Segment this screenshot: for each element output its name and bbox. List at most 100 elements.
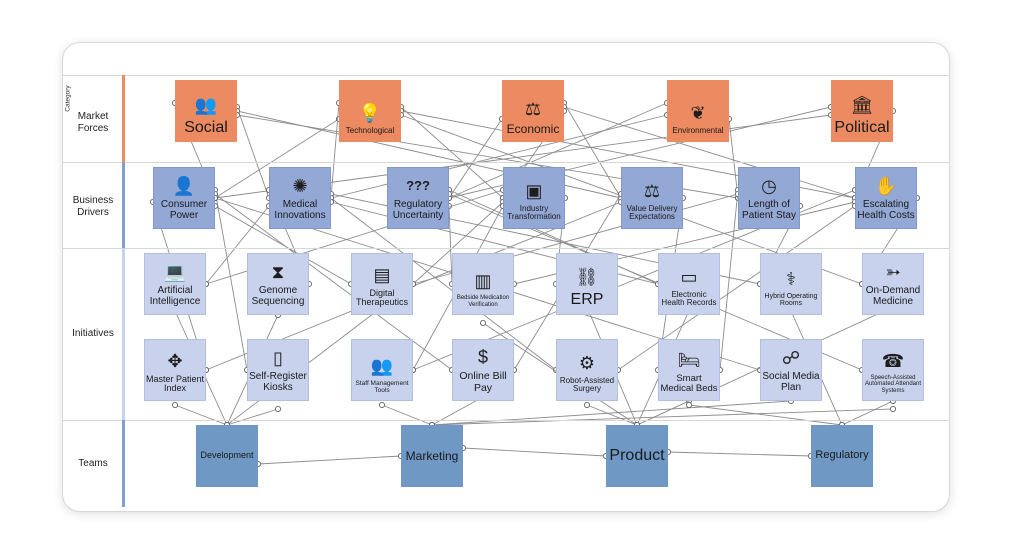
node-label: ERP bbox=[570, 290, 604, 308]
node-in15[interactable]: ☍Social Media Plan bbox=[760, 339, 822, 401]
node-in2[interactable]: ⧗Genome Sequencing bbox=[247, 253, 309, 315]
node-bd2[interactable]: ✺Medical Innovations bbox=[269, 167, 331, 229]
node-in4[interactable]: ▥ Bedside Medication Verification bbox=[452, 253, 514, 315]
node-tm4[interactable]: Regulatory bbox=[811, 425, 873, 487]
tablet-health-icon: ▤ bbox=[373, 264, 391, 285]
node-bd6[interactable]: ◷Length of Patient Stay bbox=[738, 167, 800, 229]
node-label: Artificial Intelligence bbox=[149, 285, 201, 308]
link-mf1-bd2 bbox=[236, 106, 270, 199]
node-tm1[interactable]: Development bbox=[196, 425, 258, 487]
node-bd1[interactable]: 👤Consumer Power bbox=[153, 167, 215, 229]
node-label: Social Media Plan bbox=[762, 371, 820, 394]
node-mf5[interactable]: 🏛Political bbox=[831, 80, 893, 142]
node-mf4[interactable]: ❦Environmental bbox=[667, 80, 729, 142]
node-label: Hybrid Operating Rooms bbox=[764, 292, 818, 308]
link-in13-tm3 bbox=[586, 404, 638, 426]
node-label: Digital Therapeutics bbox=[355, 287, 409, 308]
people-icon: 👥 bbox=[194, 94, 218, 115]
lane-label-initiatives: Initiatives bbox=[72, 328, 114, 339]
link-tm1-tm2 bbox=[257, 455, 402, 465]
node-label: Electronic Health Records bbox=[661, 289, 717, 308]
node-bd7[interactable]: ✋Escalating Health Costs bbox=[855, 167, 917, 229]
node-label: On-Demand Medicine bbox=[865, 285, 921, 308]
node-label: Regulatory Uncertainty bbox=[392, 199, 444, 222]
link-mf4-bd6 bbox=[728, 118, 739, 199]
node-label: Regulatory bbox=[815, 449, 869, 462]
node-label: Economic bbox=[506, 122, 560, 137]
delivery-icon: ➳ bbox=[885, 262, 901, 283]
phone-dollar-icon: $ bbox=[477, 347, 488, 368]
link-mf3-bd5 bbox=[563, 102, 622, 199]
link-in16-tm2 bbox=[431, 408, 894, 426]
node-in6[interactable]: ▭Electronic Health Records bbox=[658, 253, 720, 315]
link-in9-tm1 bbox=[174, 404, 228, 426]
diagram-card: Category Market Forces Business Drivers … bbox=[62, 42, 950, 512]
link-port[interactable] bbox=[479, 319, 486, 326]
brain-icon: ✺ bbox=[292, 176, 308, 197]
node-mf1[interactable]: 👥Social bbox=[175, 80, 237, 142]
link-port[interactable] bbox=[172, 401, 179, 408]
dna-icon: ⧗ bbox=[271, 262, 285, 283]
kiosk-icon: ▯ bbox=[273, 348, 283, 369]
node-in13[interactable]: ⚙Robot-Assisted Surgery bbox=[556, 339, 618, 401]
staff-icon: 👥 bbox=[370, 355, 394, 376]
lane-bar-market bbox=[122, 75, 125, 162]
hand-money-icon: ✋ bbox=[874, 176, 898, 197]
node-label: Medical Innovations bbox=[274, 199, 326, 222]
link-mf2-bd4 bbox=[400, 106, 504, 199]
node-in14[interactable]: 🛏Smart Medical Beds bbox=[658, 339, 720, 401]
node-label: Staff Management Tools bbox=[355, 379, 409, 394]
node-label: Speech-Assisted Automated Attendant Syst… bbox=[864, 374, 922, 394]
node-label: Length of Patient Stay bbox=[742, 199, 796, 222]
node-in12[interactable]: $Online Bill Pay bbox=[452, 339, 514, 401]
link-bd4-in3 bbox=[412, 201, 504, 285]
node-tm2[interactable]: Marketing bbox=[401, 425, 463, 487]
lane-separator bbox=[63, 420, 949, 421]
link-port[interactable] bbox=[686, 401, 693, 408]
node-in3[interactable]: ▤Digital Therapeutics bbox=[351, 253, 413, 315]
node-label: Robot-Assisted Surgery bbox=[559, 375, 615, 394]
node-in16[interactable]: ☎ Speech-Assisted Automated Attendant Sys… bbox=[862, 339, 924, 401]
link-port[interactable] bbox=[584, 401, 591, 408]
barcode-icon: ▥ bbox=[474, 271, 492, 292]
node-in1[interactable]: 💻Artificial Intelligence bbox=[144, 253, 206, 315]
person-money-icon: 👤 bbox=[172, 176, 196, 197]
lane-separator bbox=[63, 162, 949, 163]
money-scale-icon: ⚖ bbox=[524, 99, 542, 120]
link-port[interactable] bbox=[274, 405, 281, 412]
lane-label-teams: Teams bbox=[78, 458, 108, 469]
link-port[interactable] bbox=[378, 401, 385, 408]
node-mf2[interactable]: 💡Technological bbox=[339, 80, 401, 142]
link-mf3-bd7 bbox=[563, 106, 856, 199]
node-label: Bedside Medication Verification bbox=[456, 295, 510, 308]
node-in8[interactable]: ➳On-Demand Medicine bbox=[862, 253, 924, 315]
social-icon: ☍ bbox=[781, 348, 801, 369]
node-mf3[interactable]: ⚖ Economic bbox=[502, 80, 564, 142]
node-in9[interactable]: ✥Master Patient Index bbox=[144, 339, 206, 401]
node-label: Development bbox=[200, 450, 254, 461]
link-in15-tm2 bbox=[431, 400, 792, 426]
link-bd1-in10 bbox=[214, 189, 248, 371]
bed-icon: 🛏 bbox=[677, 349, 701, 370]
link-in11-tm2 bbox=[381, 404, 433, 426]
node-label: Industry Transformation bbox=[507, 203, 561, 222]
node-label: Genome Sequencing bbox=[251, 285, 305, 308]
network-icon: ⛓ bbox=[575, 266, 599, 287]
node-in7[interactable]: ⚕Hybrid Operating Rooms bbox=[760, 253, 822, 315]
node-in11[interactable]: 👥 Staff Management Tools bbox=[351, 339, 413, 401]
node-tm3[interactable]: Product bbox=[606, 425, 668, 487]
telephone-icon: ☎ bbox=[881, 350, 905, 371]
link-in10-tm1 bbox=[226, 408, 279, 426]
link-port[interactable] bbox=[890, 405, 897, 412]
leaf-icon: ❦ bbox=[690, 103, 706, 124]
node-bd3[interactable]: ???Regulatory Uncertainty bbox=[387, 167, 449, 229]
lane-bar-teams bbox=[122, 420, 125, 507]
node-bd5[interactable]: ⚖Value Delivery Expectations bbox=[621, 167, 683, 229]
node-in10[interactable]: ▯Self-Register Kiosks bbox=[247, 339, 309, 401]
node-bd4[interactable]: ▣Industry Transformation bbox=[503, 167, 565, 229]
scale-icon: ⚖ bbox=[643, 180, 661, 201]
link-bd2-in1 bbox=[205, 205, 270, 285]
node-label: Product bbox=[609, 447, 665, 465]
node-label: Political bbox=[834, 118, 890, 136]
node-in5[interactable]: ⛓ ERP bbox=[556, 253, 618, 315]
